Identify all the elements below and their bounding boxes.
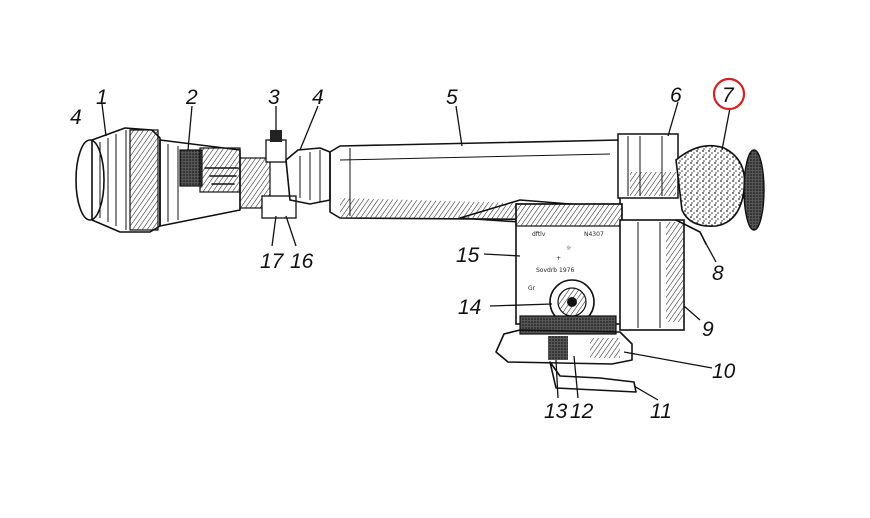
leader-9 (683, 305, 701, 321)
callout-6: 6 (670, 84, 682, 107)
leader-16 (285, 215, 297, 247)
highlight-circle-7 (712, 77, 746, 111)
leader-2 (187, 105, 193, 151)
svg-text:dftlv: dftlv (532, 231, 546, 238)
clamp-band (617, 133, 679, 199)
leader-14 (489, 303, 553, 307)
callout-5: 5 (446, 86, 458, 109)
svg-text:N4307: N4307 (584, 231, 604, 238)
leader-7 (721, 107, 731, 151)
callout-3: 3 (268, 86, 280, 109)
callout-labels: 4 1 2 3 4 5 6 7 8 9 10 11 12 13 14 15 16… (70, 77, 746, 423)
focusing-mechanism (179, 147, 241, 193)
callout-10: 10 (712, 360, 736, 383)
leader-13 (555, 359, 559, 399)
callout-15: 15 (456, 244, 480, 267)
leader-1 (101, 103, 107, 137)
leader-5 (455, 105, 463, 147)
leader-15 (483, 253, 521, 257)
callout-11: 11 (650, 400, 672, 423)
callout-7: 7 (722, 84, 735, 107)
callout-14: 14 (458, 296, 481, 319)
leader-lines (101, 101, 731, 401)
callout-8: 8 (712, 262, 724, 285)
leader-12 (573, 355, 579, 399)
eyepiece-rubber-cup (675, 144, 765, 231)
callout-12: 12 (570, 400, 594, 423)
leader-10 (623, 351, 713, 369)
leader-8 (703, 239, 717, 263)
leader-4 (299, 105, 319, 151)
svg-text:☼: ☼ (566, 245, 572, 252)
svg-text:Sovdrb 1976: Sovdrb 1976 (536, 267, 574, 274)
callout-4: 4 (312, 86, 324, 109)
callout-2: 2 (185, 86, 198, 109)
callout-17: 17 (260, 250, 285, 273)
callout-13: 13 (544, 400, 568, 423)
callout-1: 1 (96, 86, 108, 109)
svg-text:Gr: Gr (528, 285, 536, 292)
callout-9: 9 (702, 318, 714, 341)
callout-16: 16 (290, 250, 314, 273)
leader-17 (271, 215, 277, 247)
reticle-illumination-unit: dftlv N4307 ☼ + Sovdrb 1976 Gr (459, 199, 707, 393)
connector-assembly (239, 130, 331, 219)
callout-4a: 4 (70, 106, 82, 129)
leader-6 (667, 101, 679, 137)
leader-11 (633, 385, 659, 401)
svg-text:+: + (556, 255, 561, 262)
objective-housing (75, 127, 241, 233)
